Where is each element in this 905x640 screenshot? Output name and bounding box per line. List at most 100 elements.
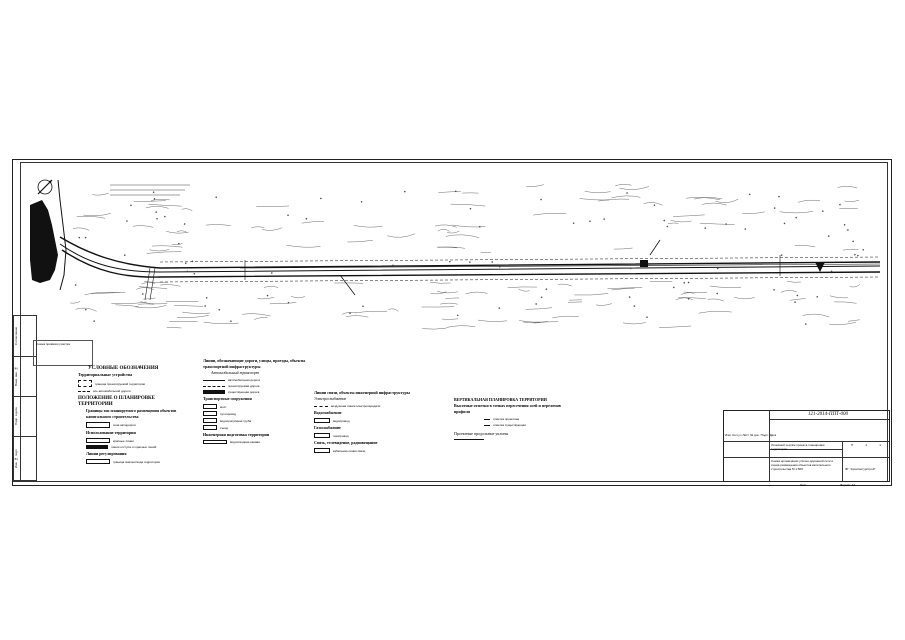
legend-item: граница проектируемой территории xyxy=(95,381,146,386)
contour-line xyxy=(834,301,857,304)
contour-line xyxy=(75,307,97,312)
survey-point xyxy=(673,286,675,289)
legend-heading: Территориальные устройства xyxy=(78,372,133,377)
legend-item: воздушная линия электропередачи xyxy=(331,404,381,408)
contour-line xyxy=(115,304,139,307)
contour-line xyxy=(347,240,373,243)
survey-point xyxy=(725,223,727,225)
contour-line xyxy=(72,227,90,231)
contour-line xyxy=(465,291,488,295)
legend-heading: Электроснабжение xyxy=(314,396,347,401)
contour-line xyxy=(438,246,465,249)
survey-point xyxy=(843,224,846,226)
contour-line xyxy=(341,312,357,315)
elevation-symbol xyxy=(484,424,490,426)
contour-line xyxy=(598,198,630,202)
contour-line xyxy=(176,230,188,233)
contour-line xyxy=(171,243,183,245)
contour-line xyxy=(438,191,461,193)
survey-point xyxy=(796,294,799,297)
red-line-symbol xyxy=(86,438,110,443)
contour-line xyxy=(445,234,480,238)
contour-line xyxy=(613,247,633,250)
contour-line xyxy=(440,302,458,305)
contour-line xyxy=(206,224,231,226)
contour-line xyxy=(477,319,507,322)
survey-point xyxy=(478,225,481,228)
contour-line xyxy=(523,321,541,324)
title-block-columns: Изм. Кол.уч Лист № док. Подп. Дата xyxy=(725,433,776,437)
legend-heading: Газоснабжение xyxy=(314,425,341,430)
survey-point xyxy=(804,323,807,325)
contour-line xyxy=(441,318,459,320)
contour-line xyxy=(83,213,111,216)
setback-symbol xyxy=(86,445,108,449)
legend-title: УСЛОВНЫЕ ОБОЗНАЧЕНИЯ xyxy=(88,366,159,371)
contour-line xyxy=(611,195,641,199)
contour-line xyxy=(143,297,156,300)
contour-line xyxy=(301,221,325,224)
legend-heading: Водоснабжение xyxy=(314,410,342,415)
contour-line xyxy=(445,297,460,300)
legend-heading: ВЕРТИКАЛЬНАЯ ПЛАНИРОВКА ТЕРРИТОРИИ xyxy=(454,397,547,402)
elevation-symbol xyxy=(484,418,490,420)
survey-point xyxy=(360,201,363,203)
side-approval-stamp: Согласовано Взам. инв. № Подп. и дата Ин… xyxy=(13,315,37,482)
legend-column-2: Линии, обозначающие дороги, улицы, проез… xyxy=(203,358,313,446)
survey-point xyxy=(152,191,155,194)
contour-line xyxy=(837,186,858,189)
contour-line xyxy=(615,184,632,187)
legend-item: съезд xyxy=(220,425,229,430)
contour-line xyxy=(173,305,203,307)
contour-line xyxy=(683,291,708,293)
survey-point xyxy=(704,227,707,229)
contour-line xyxy=(849,284,861,288)
survey-point xyxy=(545,288,548,290)
survey-point xyxy=(847,229,849,231)
survey-point xyxy=(535,303,537,305)
survey-point xyxy=(748,193,751,196)
water-body xyxy=(30,200,58,283)
legend-heading: Проектные продольные уклоны xyxy=(454,431,509,436)
contour-line xyxy=(659,325,692,328)
survey-point xyxy=(74,284,77,286)
sheet-number: 1 xyxy=(865,443,868,447)
survey-point xyxy=(142,293,144,295)
survey-point xyxy=(204,305,206,307)
legend-item: водопропускная труба xyxy=(220,418,252,423)
survey-point xyxy=(191,260,194,263)
contour-line xyxy=(430,291,447,295)
zone-symbol xyxy=(86,422,110,428)
survey-point xyxy=(271,272,273,274)
survey-point xyxy=(491,261,493,263)
contour-line xyxy=(715,199,739,203)
legend-item: существующая дорога xyxy=(228,390,260,394)
north-arrow-icon xyxy=(37,179,53,195)
contour-line xyxy=(176,315,209,318)
contour-line xyxy=(181,208,193,211)
contour-line xyxy=(345,315,369,318)
contour-line xyxy=(533,213,567,216)
survey-point xyxy=(744,228,747,230)
contour-line xyxy=(558,283,572,287)
tb-col: Дата xyxy=(769,433,777,437)
contour-line xyxy=(619,186,650,190)
survey-point xyxy=(628,296,631,298)
contour-line xyxy=(734,297,755,300)
survey-point xyxy=(156,217,158,220)
title-block: 121-2014-ППТ-000 Изм. Кол.уч Лист № док.… xyxy=(723,410,890,482)
legend-item: газопровод xyxy=(333,433,349,438)
structure-block xyxy=(640,260,648,267)
contour-line xyxy=(263,286,279,288)
survey-point xyxy=(830,270,833,273)
legend-item: граница землеотвода территории xyxy=(113,459,160,464)
contour-line xyxy=(138,286,168,289)
legend-item: кабельная линия связи xyxy=(333,448,366,453)
contour-line xyxy=(623,322,646,325)
contour-line xyxy=(145,206,169,209)
contour-line xyxy=(257,296,275,300)
survey-point xyxy=(183,223,186,225)
legend-item: линии отступа от красных линий xyxy=(111,445,157,449)
survey-point xyxy=(852,240,854,243)
contour-line xyxy=(574,293,609,296)
